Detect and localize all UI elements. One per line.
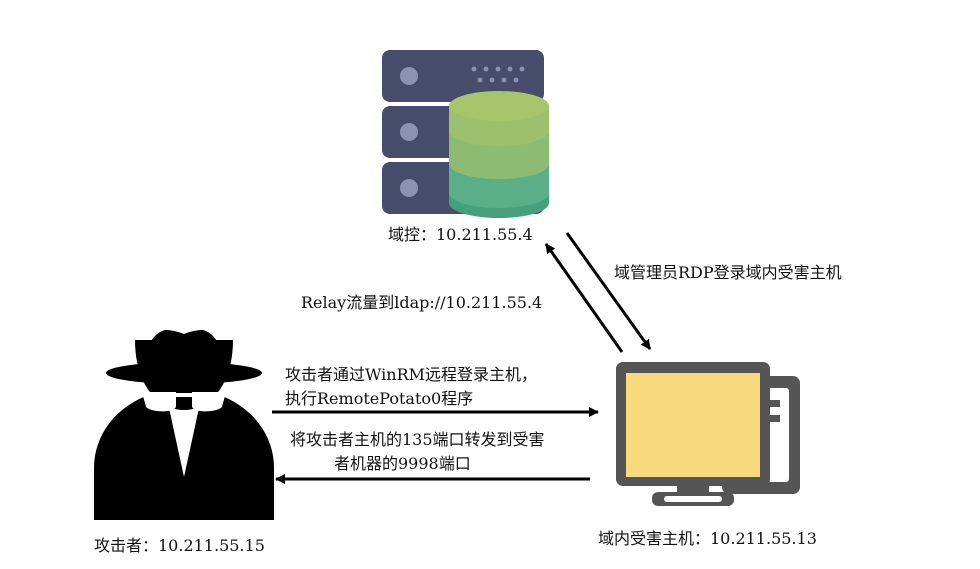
attacker-to-victim-line-1: 攻击者通过WinRM远程登录主机， [285, 365, 538, 384]
victim-to-dc-label: Relay流量到ldap://10.211.55.4 [301, 293, 543, 312]
victim-to-attacker-label: 将攻击者主机的135端口转发到受害 者机器的9998端口 [290, 428, 545, 476]
domain-controller-label: 域控：10.211.55.4 [388, 225, 533, 244]
victim-label: 域内受害主机：10.211.55.13 [598, 529, 817, 548]
arrow-dc-to-victim [565, 232, 652, 350]
dc-to-victim-label: 域管理员RDP登录域内受害主机 [614, 263, 842, 282]
database-icon [449, 91, 549, 218]
attacker-label: 攻击者：10.211.55.15 [94, 536, 265, 555]
victim-to-attacker-line-1: 将攻击者主机的135端口转发到受害 [290, 430, 545, 449]
desktop-computer-icon [616, 362, 800, 506]
attacker-to-victim-line-2: 执行RemotePotato0程序 [285, 389, 474, 408]
hacker-spy-icon [94, 330, 274, 520]
attacker-to-victim-label: 攻击者通过WinRM远程登录主机， 执行RemotePotato0程序 [285, 363, 537, 411]
server-database-icon [382, 50, 549, 218]
victim-to-attacker-line-2: 者机器的9998端口 [334, 454, 471, 473]
arrow-victim-to-dc [544, 243, 624, 353]
